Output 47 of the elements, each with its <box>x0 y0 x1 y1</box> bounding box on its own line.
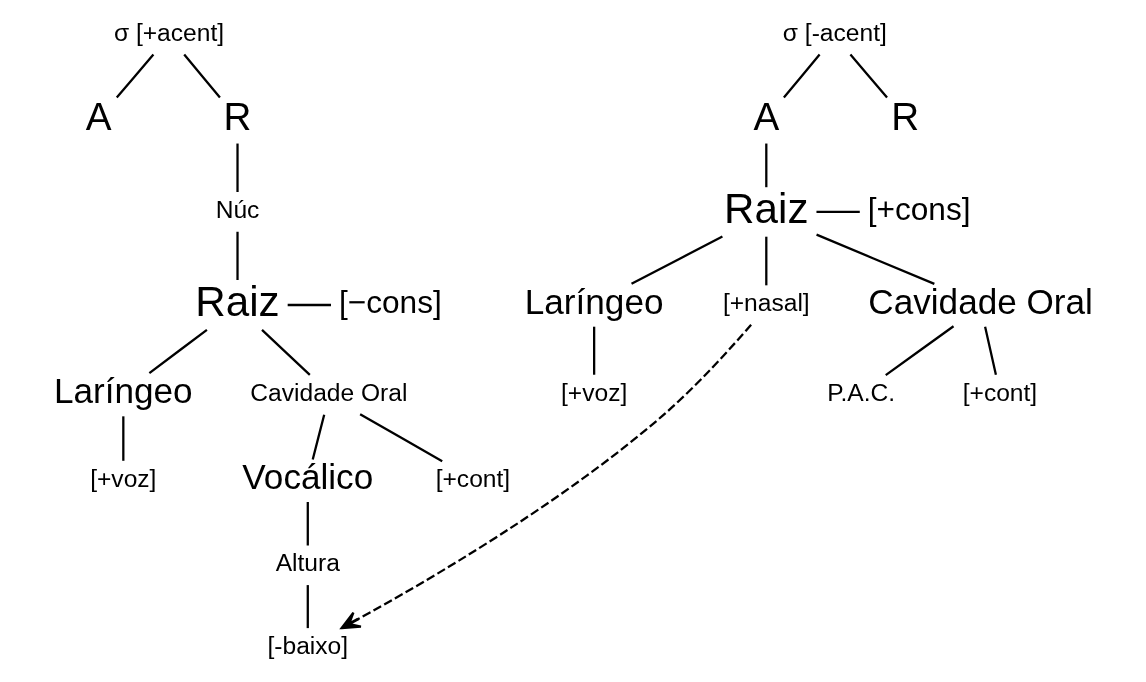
node-text: [+voz] <box>560 379 627 407</box>
node-text: Vocálico <box>241 457 373 497</box>
node-text: [+cont] <box>962 379 1037 407</box>
connector <box>121 416 124 461</box>
connector <box>182 53 221 99</box>
connector <box>115 53 154 99</box>
connector <box>815 210 860 213</box>
node-text: [-baixo] <box>266 632 348 660</box>
node-text: Raiz <box>194 277 280 325</box>
node-text: Raiz <box>723 184 808 232</box>
node-text: A <box>752 95 779 139</box>
node-text: R <box>890 95 919 139</box>
connector <box>235 231 239 280</box>
connector <box>235 143 239 193</box>
node-text: R <box>223 95 251 139</box>
node-text: Laríngeo <box>524 281 663 321</box>
node-text: σ [-acent] <box>782 18 887 46</box>
connector <box>849 53 888 99</box>
connector <box>306 502 309 546</box>
connector <box>764 143 767 188</box>
node-text: [+cont] <box>435 465 510 493</box>
node-text: P.A.C. <box>826 379 895 407</box>
node-text: [+cons] <box>867 190 971 227</box>
connector <box>630 235 723 285</box>
node-text: A <box>85 95 112 139</box>
connector <box>148 328 208 375</box>
node-text: [−cons] <box>338 283 442 320</box>
node-text: Cavidade Oral <box>249 379 407 407</box>
connector <box>287 303 331 307</box>
connector <box>884 325 954 377</box>
connector <box>983 326 997 375</box>
node-text: Laríngeo <box>53 371 193 411</box>
node-text: σ [+acent] <box>113 18 224 46</box>
connector <box>311 414 325 460</box>
node-text: Altura <box>275 549 340 577</box>
node-text: [+voz] <box>89 465 156 493</box>
connector <box>359 413 443 463</box>
connector <box>764 236 767 286</box>
node-text: Cavidade Oral <box>867 281 1093 321</box>
connector <box>306 585 309 629</box>
connector <box>260 329 311 376</box>
connector <box>782 53 820 99</box>
connector <box>815 233 935 285</box>
node-text: Núc <box>215 196 259 224</box>
connector <box>592 326 595 375</box>
node-text: [+nasal] <box>722 289 810 317</box>
arrow <box>340 324 752 630</box>
